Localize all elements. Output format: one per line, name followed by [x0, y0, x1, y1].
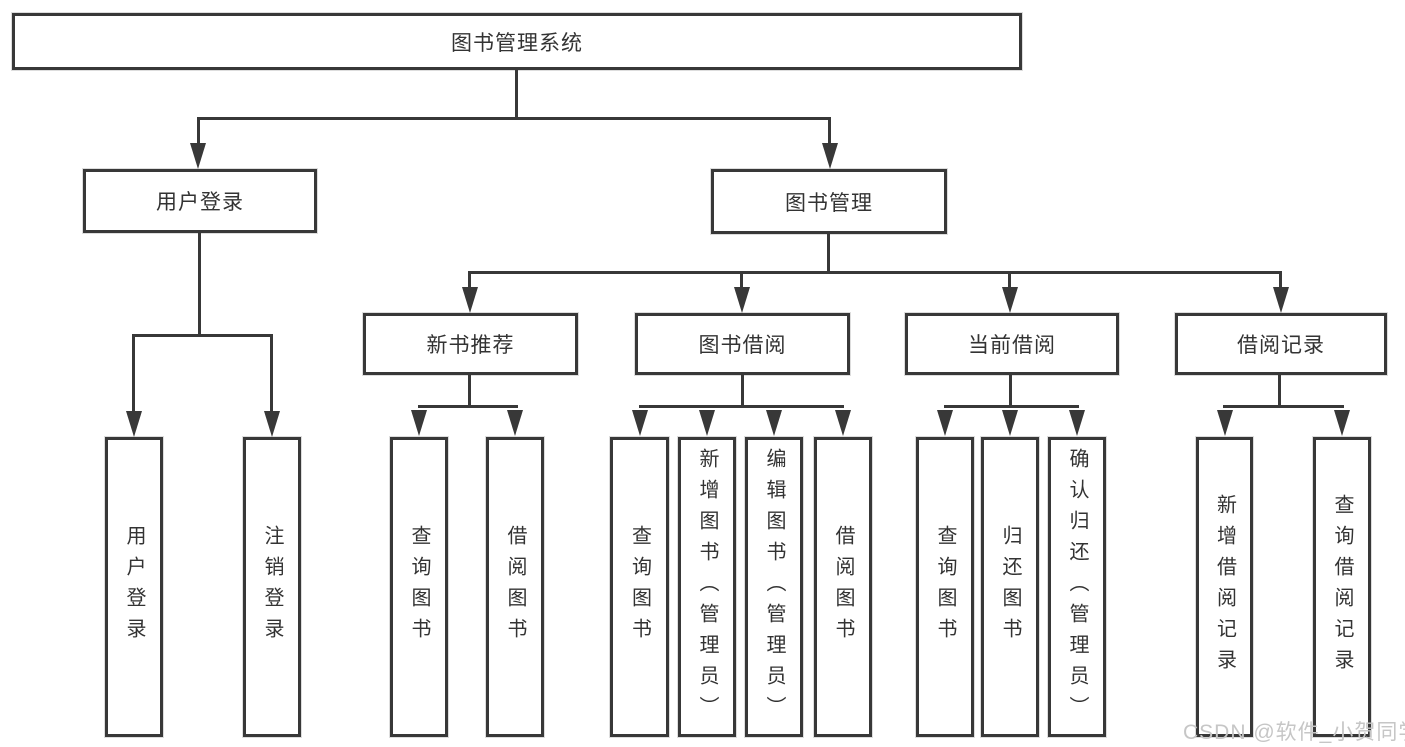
leaf-label: 借阅图书 — [504, 525, 526, 649]
arrow-down-icon — [1273, 287, 1289, 313]
connector-line — [1009, 375, 1012, 408]
connector-line — [197, 119, 200, 146]
arrow-down-icon — [766, 410, 782, 436]
connector-line — [270, 336, 273, 414]
leaf-label: 确认归还（管理员） — [1066, 447, 1088, 727]
leaf-add-book-admin: 新增图书（管理员） — [678, 437, 736, 737]
arrow-down-icon — [1002, 410, 1018, 436]
leaf-confirm-return-admin: 确认归还（管理员） — [1048, 437, 1106, 737]
leaf-borrow-book: 借阅图书 — [486, 437, 544, 737]
connector-line — [1223, 405, 1344, 408]
connector-line — [468, 375, 471, 408]
leaf-label: 新增借阅记录 — [1213, 494, 1236, 680]
connector-line — [468, 273, 471, 291]
connector-line — [132, 336, 135, 414]
connector-line — [198, 233, 201, 337]
connector-line — [197, 117, 831, 120]
connector-line — [944, 405, 1079, 408]
node-new-book-recommend: 新书推荐 — [363, 313, 578, 375]
leaf-query-book: 查询图书 — [610, 437, 669, 737]
arrow-down-icon — [264, 411, 280, 437]
connector-line — [827, 234, 830, 273]
connector-line — [132, 334, 273, 337]
arrow-down-icon — [1334, 410, 1350, 436]
leaf-user-login: 用户登录 — [105, 437, 163, 737]
leaf-label: 用户登录 — [123, 525, 145, 649]
arrow-down-icon — [126, 411, 142, 437]
arrow-down-icon — [1002, 287, 1018, 313]
connector-line — [741, 375, 744, 408]
leaf-label: 查询图书 — [934, 525, 956, 649]
arrow-down-icon — [734, 287, 750, 313]
leaf-edit-book-admin: 编辑图书（管理员） — [745, 437, 803, 737]
node-library-system: 图书管理系统 — [12, 13, 1022, 70]
connector-line — [515, 70, 518, 120]
node-book-management: 图书管理 — [711, 169, 947, 234]
leaf-query-book: 查询图书 — [916, 437, 974, 737]
node-book-borrowing: 图书借阅 — [635, 313, 850, 375]
leaf-label: 查询图书 — [628, 525, 651, 649]
arrow-down-icon — [411, 410, 427, 436]
arrow-down-icon — [835, 410, 851, 436]
watermark: CSDN @软件_小贺同学 — [1183, 721, 1405, 744]
arrow-down-icon — [462, 287, 478, 313]
arrow-down-icon — [507, 410, 523, 436]
arrow-down-icon — [937, 410, 953, 436]
arrow-down-icon — [1069, 410, 1085, 436]
arrow-down-icon — [699, 410, 715, 436]
connector-line — [639, 405, 844, 408]
arrow-down-icon — [632, 410, 648, 436]
leaf-label: 查询借阅记录 — [1331, 494, 1353, 680]
leaf-label: 注销登录 — [261, 525, 283, 649]
leaf-add-borrow-record: 新增借阅记录 — [1196, 437, 1253, 737]
connector-line — [1278, 375, 1281, 408]
connector-line — [828, 119, 831, 146]
leaf-label: 查询图书 — [408, 525, 430, 649]
leaf-query-borrow-record: 查询借阅记录 — [1313, 437, 1371, 737]
leaf-label: 归还图书 — [999, 525, 1021, 649]
leaf-label: 编辑图书（管理员） — [763, 447, 785, 727]
leaf-query-book: 查询图书 — [390, 437, 448, 737]
arrow-down-icon — [190, 143, 206, 169]
node-current-borrowing: 当前借阅 — [905, 313, 1119, 375]
connector-line — [740, 273, 743, 291]
connector-line — [1279, 273, 1282, 291]
connector-line — [468, 271, 1282, 274]
node-user-login: 用户登录 — [83, 169, 317, 233]
node-borrow-records: 借阅记录 — [1175, 313, 1387, 375]
arrow-down-icon — [822, 143, 838, 169]
arrow-down-icon — [1217, 410, 1233, 436]
connector-line — [1008, 273, 1011, 291]
leaf-borrow-book: 借阅图书 — [814, 437, 872, 737]
connector-line — [418, 405, 518, 408]
leaf-label: 借阅图书 — [832, 525, 854, 649]
leaf-label: 新增图书（管理员） — [696, 447, 718, 727]
leaf-logout: 注销登录 — [243, 437, 301, 737]
leaf-return-book: 归还图书 — [981, 437, 1039, 737]
